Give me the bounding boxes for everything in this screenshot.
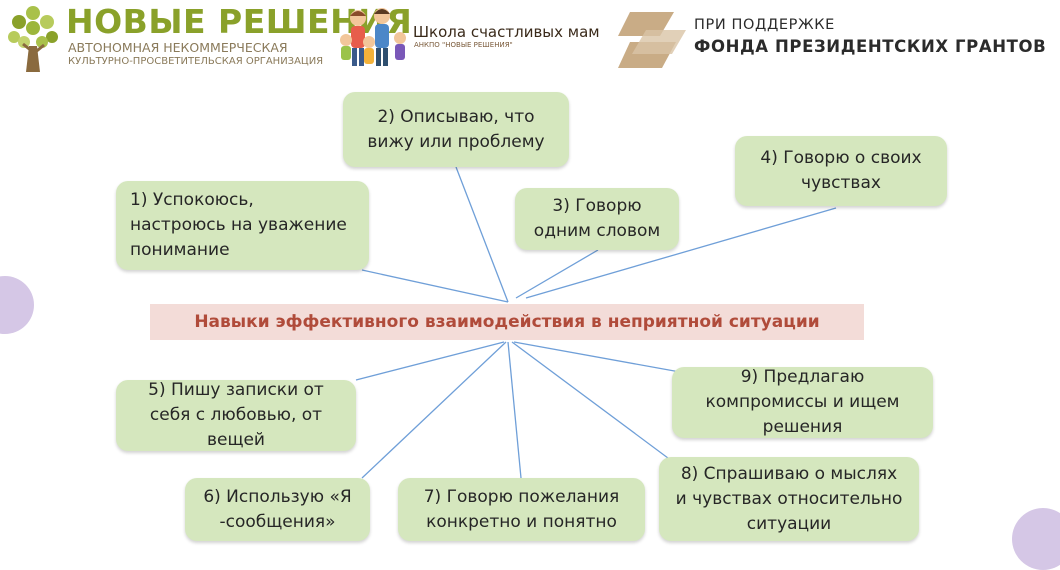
connector-1 [362, 270, 508, 302]
node-1-calm-down: 1) Успокоюсь, настроюсь на уважение пони… [116, 181, 369, 270]
connector-6 [362, 342, 506, 478]
node-3-one-word: 3) Говорю одним словом [515, 188, 679, 250]
node-2-describe-problem: 2) Описываю, что вижу или проблему [343, 92, 569, 167]
connector-5 [356, 342, 504, 380]
node-9-compromise: 9) Предлагаю компромиссы и ищем решения [672, 367, 933, 438]
node-7-wishes: 7) Говорю пожелания конкретно и понятно [398, 478, 645, 541]
node-6-i-messages: 6) Использую «Я -сообщения» [185, 478, 370, 541]
node-4-own-feelings: 4) Говорю о своих чувствах [735, 136, 947, 206]
center-topic: Навыки эффективного взаимодействия в неп… [150, 304, 864, 340]
connector-2 [456, 167, 508, 302]
connector-9 [514, 342, 680, 372]
node-5-notes: 5) Пишу записки от себя с любовью, от ве… [116, 380, 356, 451]
connector-3 [516, 250, 598, 298]
connector-8 [512, 342, 676, 464]
connector-7 [508, 342, 521, 478]
node-8-ask-thoughts: 8) Спрашиваю о мыслях и чувствах относит… [659, 457, 919, 541]
